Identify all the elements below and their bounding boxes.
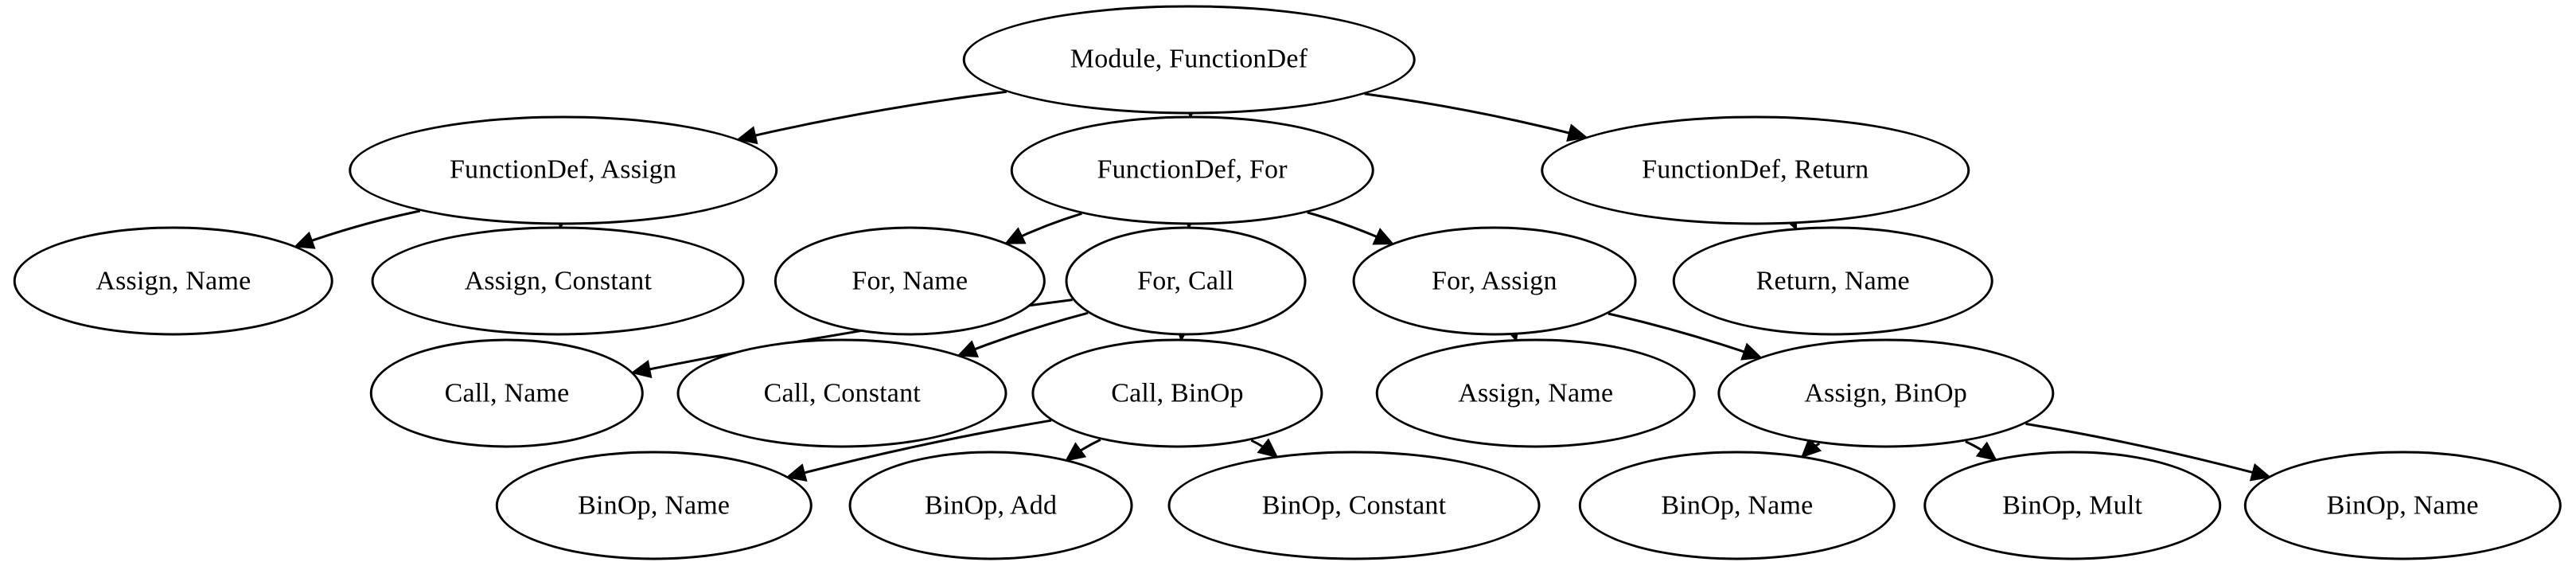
- graph-node-label: FunctionDef, Return: [1642, 154, 1869, 185]
- graph-edge: [1064, 439, 1101, 462]
- graph-node[interactable]: BinOp, Add: [848, 451, 1133, 560]
- graph-node-label: BinOp, Name: [578, 490, 731, 521]
- graph-edge: [1364, 92, 1588, 142]
- graph-edge: [2025, 422, 2272, 482]
- graph-node-label: Return, Name: [1756, 265, 1910, 295]
- graph-edge: [1608, 312, 1763, 361]
- graph-node-label: FunctionDef, Assign: [449, 154, 677, 185]
- graph-node[interactable]: For, Name: [774, 226, 1046, 336]
- graph-node[interactable]: BinOp, Name: [1578, 451, 1896, 560]
- graph-node[interactable]: Assign, Name: [1375, 338, 1697, 448]
- graph-node[interactable]: Call, Constant: [676, 338, 1007, 448]
- graph-node[interactable]: Module, FunctionDef: [962, 5, 1416, 115]
- graph-node[interactable]: FunctionDef, Return: [1540, 115, 1970, 225]
- graph-edge: [1004, 212, 1082, 244]
- graph-node-label: Assign, Constant: [464, 265, 653, 295]
- graph-node[interactable]: FunctionDef, Assign: [348, 115, 778, 225]
- graph-node-label: BinOp, Name: [1661, 490, 1814, 521]
- graph-edge: [1800, 437, 1822, 459]
- graph-node[interactable]: Call, BinOp: [1031, 338, 1323, 448]
- graph-node[interactable]: Return, Name: [1672, 226, 1993, 336]
- graph-node-label: BinOp, Name: [2326, 490, 2479, 521]
- graph-edge: [1307, 211, 1395, 245]
- graph-node[interactable]: Assign, Name: [13, 226, 334, 336]
- graph-node[interactable]: Assign, BinOp: [1717, 338, 2055, 448]
- graph-node[interactable]: FunctionDef, For: [1010, 115, 1374, 225]
- graph-node[interactable]: BinOp, Name: [2243, 451, 2562, 560]
- graph-node[interactable]: BinOp, Name: [495, 451, 813, 560]
- graph-edge: [736, 90, 1007, 145]
- graph-node-label: BinOp, Constant: [1261, 490, 1447, 521]
- graph-node-label: FunctionDef, For: [1097, 154, 1288, 185]
- graph-node[interactable]: For, Call: [1065, 226, 1307, 336]
- graph-edge: [785, 419, 1052, 482]
- graph-node-label: Assign, Name: [95, 265, 251, 295]
- graph-node[interactable]: BinOp, Constant: [1167, 451, 1541, 560]
- graph-node-label: For, Name: [852, 265, 968, 295]
- graph-node[interactable]: For, Assign: [1352, 226, 1637, 336]
- graph-node-label: For, Assign: [1432, 265, 1557, 295]
- edge-group: [294, 90, 2272, 482]
- graph-node-label: BinOp, Add: [924, 490, 1058, 521]
- graph-node-label: Module, FunctionDef: [1070, 44, 1308, 74]
- graph-node-label: For, Call: [1137, 265, 1234, 295]
- graph-node-label: Assign, Name: [1458, 378, 1614, 408]
- graph-node[interactable]: Call, Name: [369, 338, 645, 448]
- graph-node-label: Call, Constant: [763, 378, 921, 408]
- graph-node[interactable]: BinOp, Mult: [1923, 451, 2221, 560]
- graph-edge: [1965, 440, 1997, 462]
- graph-node-label: BinOp, Mult: [2002, 490, 2143, 521]
- graph-node-label: Call, BinOp: [1111, 378, 1244, 408]
- graph-node-label: Assign, BinOp: [1804, 378, 1968, 408]
- graph-edge: [957, 311, 1089, 358]
- graph-node-label: Call, Name: [444, 378, 570, 408]
- graph-node[interactable]: Assign, Constant: [371, 226, 745, 336]
- graph-edge: [294, 209, 421, 249]
- graph-edge: [1250, 438, 1279, 459]
